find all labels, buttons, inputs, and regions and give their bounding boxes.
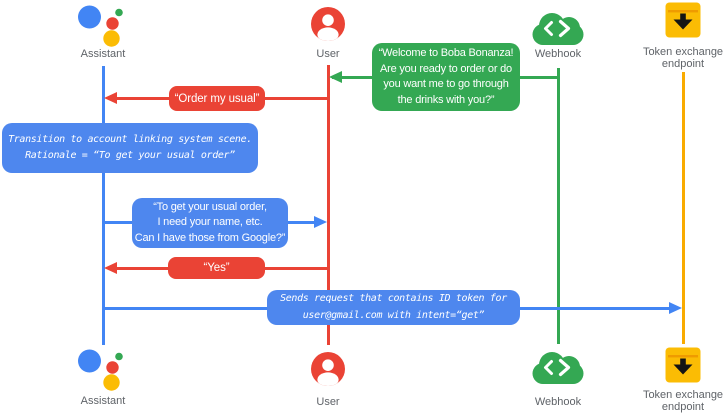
user-lifeline <box>326 65 330 345</box>
message-bubble-welcome: “Welcome to Boba Bonanza! Are you ready … <box>372 43 520 111</box>
yes-arrowhead-left <box>104 262 117 274</box>
user-icon <box>311 352 345 386</box>
order-usual-arrowhead-left <box>104 92 117 104</box>
webhook-lifeline <box>556 68 560 344</box>
note-bubble-transition: Transition to account linking system sce… <box>2 123 258 173</box>
user-icon <box>311 7 345 41</box>
message-bubble-sends-request: Sends request that contains ID token for… <box>267 290 520 325</box>
assistant-label-top: Assistant <box>80 48 126 60</box>
google-assistant-icon <box>77 2 129 48</box>
sends-request-arrowhead-right <box>669 302 682 314</box>
token-endpoint-lifeline <box>681 72 685 344</box>
token-endpoint-icon <box>665 347 701 383</box>
message-bubble-ask-permission: “To get your usual order, I need your na… <box>132 198 288 248</box>
token-endpoint-label-bottom: Token exchange endpoint <box>642 389 724 413</box>
google-assistant-icon <box>77 346 129 392</box>
user-label-bottom: User <box>316 396 340 408</box>
welcome-arrowhead-left <box>329 71 342 83</box>
message-bubble-order-usual: “Order my usual” <box>169 86 265 111</box>
user-label-top: User <box>316 48 340 60</box>
webhook-cloud-icon <box>529 11 587 45</box>
token-endpoint-label-top: Token exchange endpoint <box>642 46 724 70</box>
webhook-label-bottom: Webhook <box>534 396 582 408</box>
webhook-label-top: Webhook <box>534 48 582 60</box>
token-endpoint-icon <box>665 2 701 38</box>
message-bubble-yes: “Yes” <box>168 257 265 279</box>
assistant-label-bottom: Assistant <box>80 395 126 407</box>
webhook-cloud-icon <box>529 350 587 384</box>
assistant-lifeline <box>101 66 105 345</box>
ask-permission-arrowhead-right <box>314 216 327 228</box>
